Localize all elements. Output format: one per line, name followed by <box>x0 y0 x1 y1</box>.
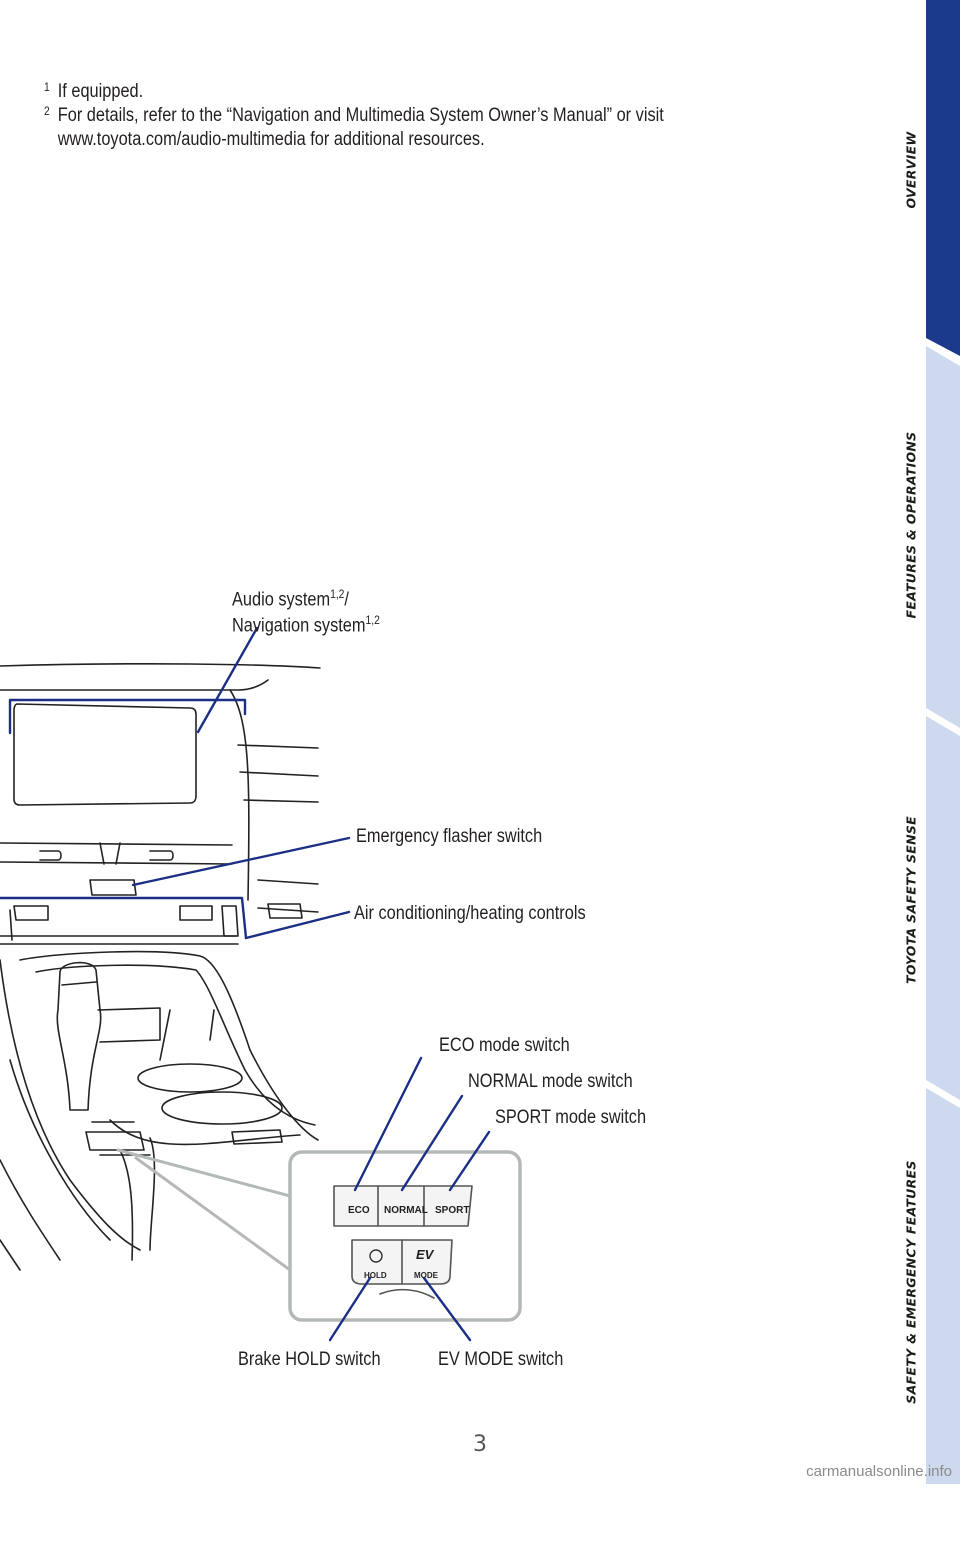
footnote-1: 1 If equipped. <box>44 80 749 104</box>
hold-button: HOLD <box>364 1271 387 1280</box>
footnote-ref: 1,2 <box>330 587 345 601</box>
tab-overview-shape <box>926 0 960 356</box>
footnote-text: For details, refer to the “Navigation an… <box>57 105 664 126</box>
footnote-mark: 1 <box>44 80 50 94</box>
normal-button: NORMAL <box>384 1205 428 1216</box>
footnote-ref: 1,2 <box>365 613 380 628</box>
footnotes: 1 If equipped. 2 For details, refer to t… <box>44 80 749 152</box>
display-screen <box>13 703 197 806</box>
page-number: 3 <box>473 1432 487 1457</box>
section-tabs <box>926 0 960 1484</box>
callout-audio-system: Audio system1,2/ Navigation system1,2 <box>232 584 380 637</box>
eco-button: ECO <box>348 1205 370 1216</box>
section-tabs-shapes <box>926 0 960 1484</box>
footnote-2-continuation: www.toyota.com/audio-multimedia for addi… <box>57 129 485 150</box>
watermark: carmanualsonline.info <box>806 1463 952 1480</box>
callout-audio-line1: Audio system <box>232 589 331 611</box>
tab-safety-sense-shape <box>926 716 960 1100</box>
magnified-panel-outline <box>288 1150 522 1322</box>
sport-button: SPORT <box>435 1205 470 1216</box>
callout-eco-mode: ECO mode switch <box>439 1035 570 1056</box>
callout-normal-mode: NORMAL mode switch <box>468 1071 633 1092</box>
callout-ev-mode: EV MODE switch <box>438 1349 564 1370</box>
ev-mode-button-label: MODE <box>414 1271 438 1280</box>
callout-slash: / <box>344 589 349 611</box>
dashboard-illustration <box>0 626 522 1342</box>
callout-brake-hold: Brake HOLD switch <box>238 1349 381 1370</box>
tab-emergency-shape <box>926 1088 960 1484</box>
tab-features-shape <box>926 346 960 728</box>
footnote-text: If equipped. <box>57 81 144 102</box>
footnote-2: 2 For details, refer to the “Navigation … <box>44 104 749 128</box>
callout-emergency-flasher: Emergency flasher switch <box>356 826 543 847</box>
callout-sport-mode: SPORT mode switch <box>495 1107 647 1128</box>
callout-climate-controls: Air conditioning/heating controls <box>354 903 586 924</box>
footnote-mark: 2 <box>44 104 50 118</box>
callout-navigation-line2: Navigation system <box>232 615 366 637</box>
ev-button: EV <box>416 1247 434 1262</box>
